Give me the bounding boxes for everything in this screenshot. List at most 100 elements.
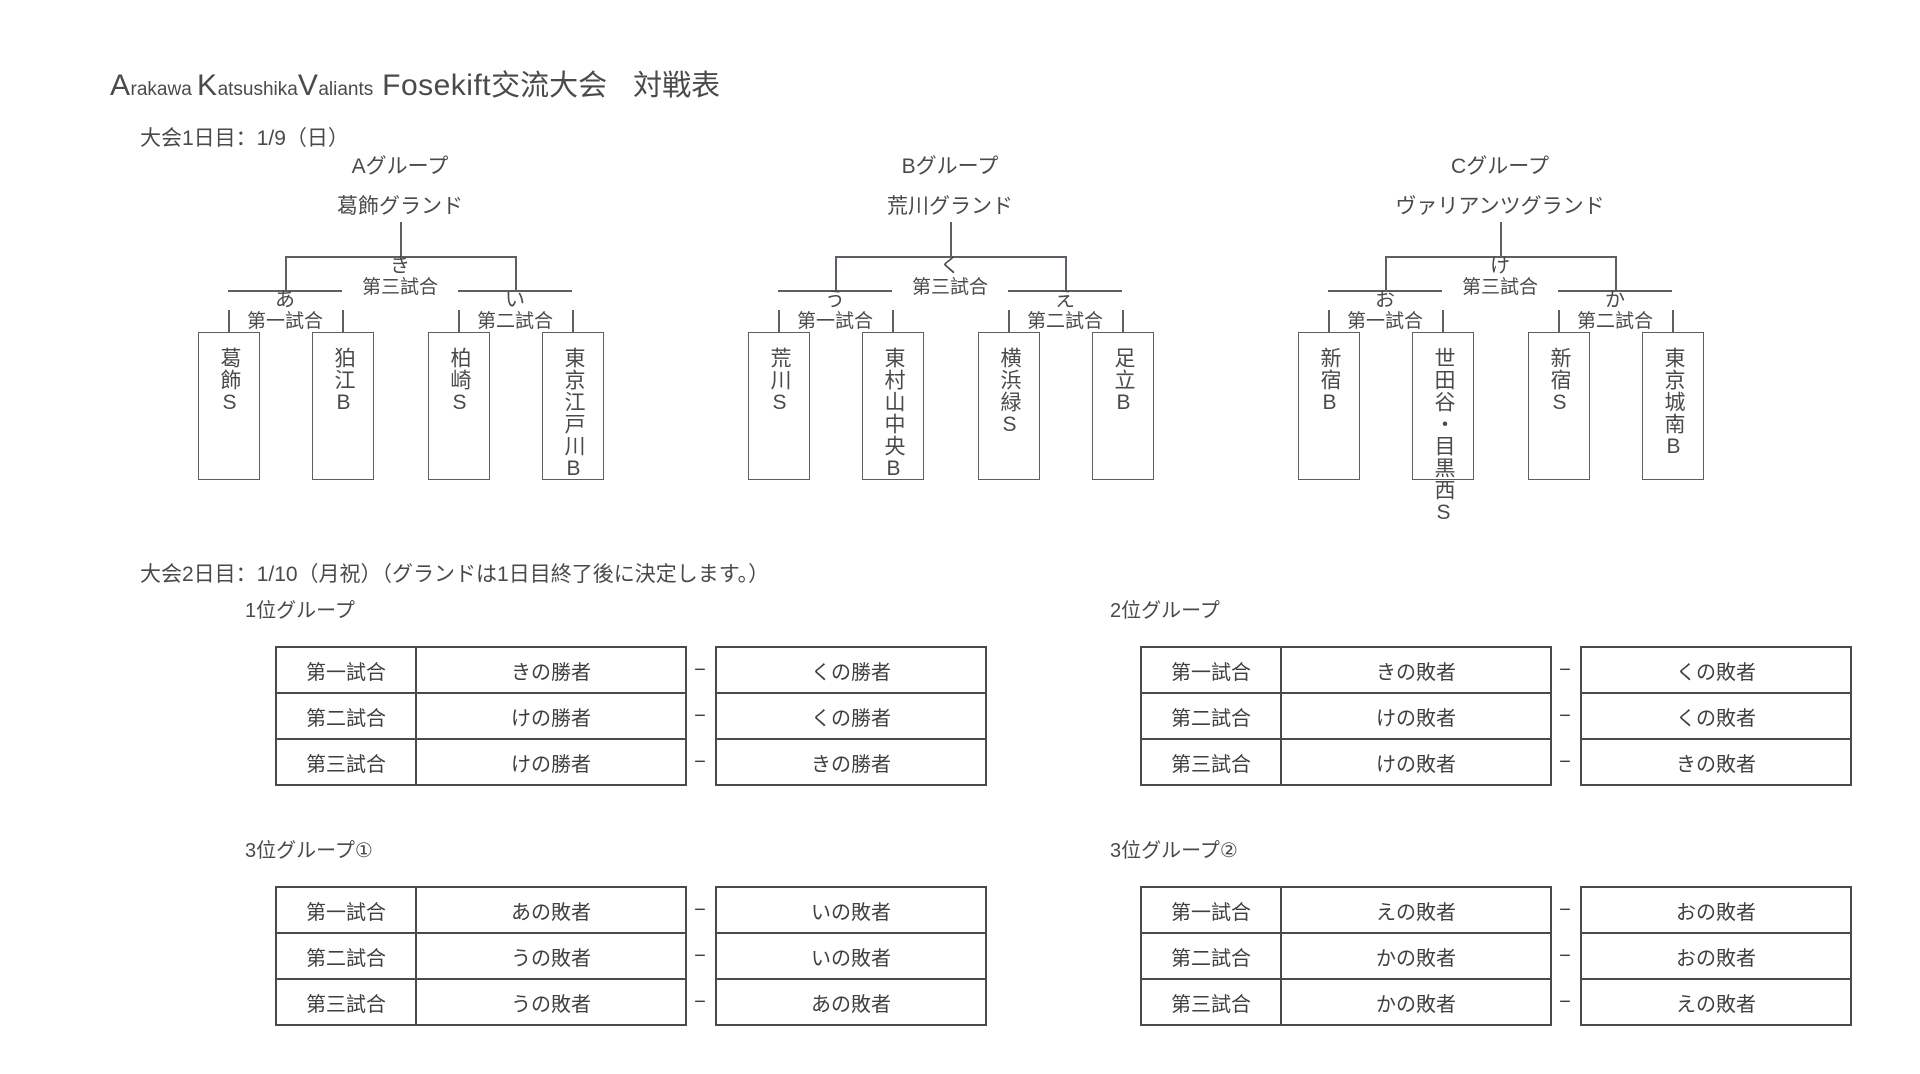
page-title: Arakawa KatsushikaValiants Fosekift交流大会対… <box>110 62 720 104</box>
match-node-final: き第三試合 <box>180 255 620 298</box>
versus-dash: − <box>694 944 706 967</box>
connector-semi-bar <box>1328 290 1442 292</box>
connector-team-stem <box>1672 310 1674 332</box>
team-box: 横浜緑S <box>978 332 1040 480</box>
team-name: 新宿S <box>1547 347 1571 415</box>
versus-dash: − <box>1559 750 1571 773</box>
group-title: Cグループ <box>1451 155 1549 178</box>
versus-dash: − <box>1559 990 1571 1013</box>
home-team-cell: うの敗者 <box>415 978 687 1026</box>
home-team-cell: えの敗者 <box>1280 886 1552 934</box>
match-node-semi: い第二試合 <box>430 289 600 332</box>
match-node-label: か <box>1605 289 1625 311</box>
group-venue: ヴァリアンツグランド <box>1395 195 1605 218</box>
title-atsushika: atsushika <box>217 79 298 100</box>
team-name: 狛江B <box>331 347 355 415</box>
match-node-order: 第一試合 <box>246 310 323 332</box>
home-team-cell: けの勝者 <box>415 738 687 786</box>
away-team-cell: おの敗者 <box>1580 932 1852 980</box>
team-name: 葛飾S <box>217 347 241 415</box>
away-team-cell: えの敗者 <box>1580 978 1852 1026</box>
match-order-cell: 第一試合 <box>275 886 417 934</box>
versus-dash: − <box>694 990 706 1013</box>
table-row: 第三試合けの勝者−きの勝者 <box>275 738 987 786</box>
team-box: 柏崎S <box>428 332 490 480</box>
table-title: 2位グループ <box>1110 600 1220 622</box>
versus-dash: − <box>694 898 706 921</box>
away-team-cell: きの勝者 <box>715 738 987 786</box>
home-team-cell: きの敗者 <box>1280 646 1552 694</box>
team-name: 世田谷・目黒西S <box>1431 347 1455 525</box>
connector-semi-leg <box>1615 256 1617 290</box>
connector-team-stem <box>1558 310 1560 332</box>
home-team-cell: うの敗者 <box>415 932 687 980</box>
connector-semi-leg <box>835 256 837 290</box>
versus-dash: − <box>694 658 706 681</box>
team-box: 世田谷・目黒西S <box>1412 332 1474 525</box>
connector-semi-bar <box>1008 290 1122 292</box>
home-team-cell: けの勝者 <box>415 692 687 740</box>
connector-team-stem <box>892 310 894 332</box>
home-team-cell: けの敗者 <box>1280 738 1552 786</box>
connector-team-stem <box>1008 310 1010 332</box>
connector-venue <box>400 222 402 256</box>
match-node-semi: お第一試合 <box>1300 289 1470 332</box>
away-team-cell: いの敗者 <box>715 886 987 934</box>
team-name: 東京城南B <box>1661 347 1685 459</box>
match-node-order: 第三試合 <box>361 276 438 298</box>
team-box: 新宿S <box>1528 332 1590 480</box>
match-node-label: あ <box>275 289 295 311</box>
away-team-cell: いの敗者 <box>715 932 987 980</box>
away-team-cell: くの敗者 <box>1580 692 1852 740</box>
team-box: 東京江戸川B <box>542 332 604 481</box>
team-name: 横浜緑S <box>997 347 1021 437</box>
match-node-label: け <box>1490 255 1510 277</box>
group-venue: 葛飾グランド <box>337 195 463 218</box>
team-box: 葛飾S <box>198 332 260 480</box>
title-jp: 交流大会 <box>491 70 608 102</box>
versus-dash: − <box>1559 944 1571 967</box>
match-order-cell: 第一試合 <box>275 646 417 694</box>
match-order-cell: 第三試合 <box>275 978 417 1026</box>
match-node-order: 第二試合 <box>1576 310 1653 332</box>
match-order-cell: 第三試合 <box>1140 738 1282 786</box>
table-row: 第三試合けの敗者−きの敗者 <box>1140 738 1852 786</box>
away-team-cell: おの敗者 <box>1580 886 1852 934</box>
connector-final-bar <box>285 256 515 258</box>
match-node-semi: う第一試合 <box>750 289 920 332</box>
match-order-cell: 第二試合 <box>1140 692 1282 740</box>
away-team-cell: くの勝者 <box>715 646 987 694</box>
table-row: 第二試合うの敗者−いの敗者 <box>275 932 987 980</box>
connector-team-stem <box>458 310 460 332</box>
day1-heading: 大会1日目：1/9（日） <box>140 127 349 150</box>
table-row: 第一試合えの敗者−おの敗者 <box>1140 886 1852 934</box>
connector-team-stem <box>1328 310 1330 332</box>
versus-dash: − <box>1559 898 1571 921</box>
title-rakawa: rakawa <box>130 79 192 100</box>
title-aliants: aliants <box>318 79 374 100</box>
match-node-label: く <box>940 255 960 277</box>
home-team-cell: かの敗者 <box>1280 978 1552 1026</box>
group-venue: 荒川グランド <box>887 195 1013 218</box>
connector-final-bar <box>1385 256 1615 258</box>
title-v: V <box>297 69 319 102</box>
away-team-cell: くの敗者 <box>1580 646 1852 694</box>
table-row: 第一試合あの敗者−いの敗者 <box>275 886 987 934</box>
title-k: K <box>197 69 218 102</box>
team-name: 東京江戸川B <box>561 347 585 481</box>
connector-venue <box>1500 222 1502 256</box>
table-row: 第二試合けの勝者−くの勝者 <box>275 692 987 740</box>
match-node-order: 第一試合 <box>796 310 873 332</box>
table-row: 第一試合きの敗者−くの敗者 <box>1140 646 1852 694</box>
match-node-label: い <box>505 289 525 311</box>
match-node-semi: か第二試合 <box>1530 289 1700 332</box>
match-node-label: う <box>825 289 845 311</box>
table-row: 第三試合かの敗者−えの敗者 <box>1140 978 1852 1026</box>
table-title: 1位グループ <box>245 600 355 622</box>
match-node-label: お <box>1375 289 1395 311</box>
connector-semi-leg <box>1065 256 1067 290</box>
